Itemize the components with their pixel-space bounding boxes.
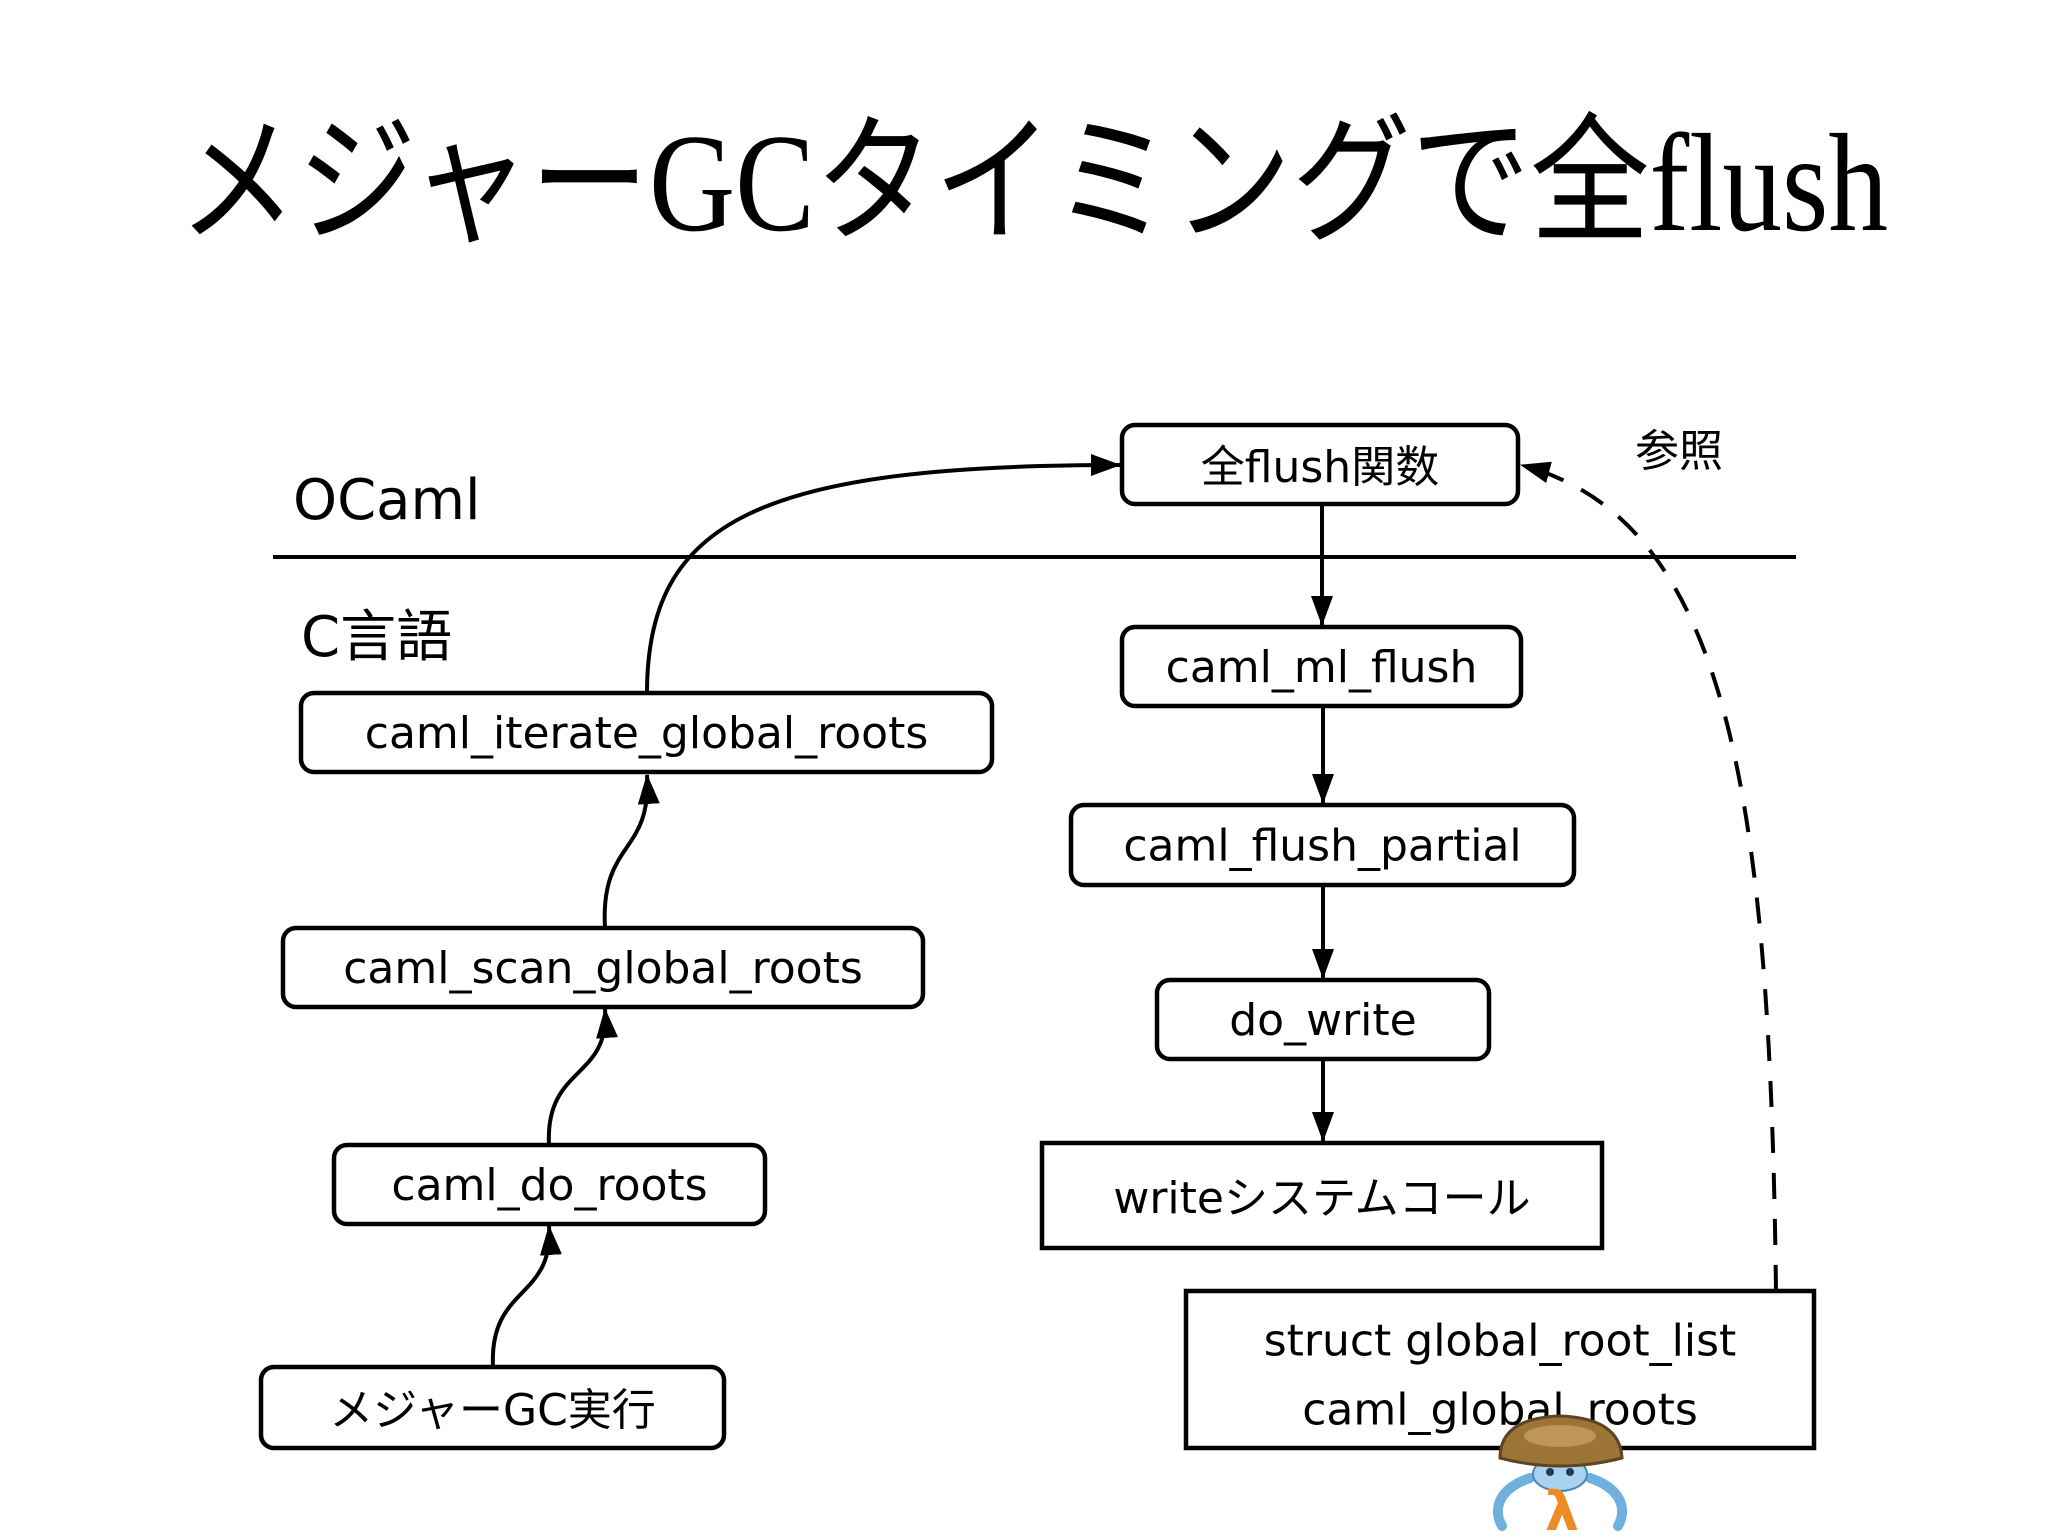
node-caml-flush-partial: caml_flush_partial: [1068, 802, 1577, 888]
arrow-iterate-to-flush-all: [645, 454, 1121, 694]
node-do-write: do_write: [1154, 977, 1492, 1062]
node-box: [280, 925, 926, 1010]
arrow-do-roots-to-scan: [546, 1008, 618, 1146]
node-major-gc: メジャーGC実行: [258, 1364, 727, 1451]
node-label: caml_iterate_global_roots: [365, 708, 929, 759]
node-label: 全flush関数: [1201, 442, 1439, 493]
node-box: [1068, 802, 1577, 888]
mascot-right-arm: [1585, 1473, 1627, 1531]
call-diagram: OCaml C言語 参照 全flush関数 caml_ml_flush caml…: [258, 422, 1817, 1451]
node-label: writeシステムコール: [1113, 1173, 1530, 1224]
node-write-syscall: writeシステムコール: [1039, 1140, 1605, 1251]
mascot-right-eye: [1566, 1468, 1574, 1476]
node-label-line-1: struct global_root_list: [1264, 1315, 1737, 1366]
node-box: [331, 1142, 768, 1227]
mascot-lambda: λ: [1545, 1480, 1579, 1536]
reference-label: 参照: [1635, 426, 1723, 477]
node-caml-ml-flush: caml_ml_flush: [1119, 624, 1524, 709]
node-box: [298, 690, 995, 775]
node-box: [258, 1364, 727, 1451]
layer-label-c: C言語: [301, 605, 452, 670]
node-caml-iterate-global-roots: caml_iterate_global_roots: [298, 690, 995, 775]
arrow-scan-to-iterate: [602, 774, 660, 929]
arrow-major-gc-to-do-roots: [490, 1225, 562, 1368]
node-global-roots: struct global_root_list caml_global_root…: [1183, 1288, 1817, 1451]
reference-arrow-global-roots-to-flush-all: [1520, 461, 1778, 1292]
mascot-left-eye: [1546, 1468, 1554, 1476]
node-label: caml_flush_partial: [1123, 820, 1521, 871]
mascot-left-arm: [1493, 1473, 1535, 1531]
mascot-shell-highlight: [1524, 1425, 1596, 1447]
node-caml-do-roots: caml_do_roots: [331, 1142, 768, 1227]
node-box: [1039, 1140, 1605, 1251]
node-box: [1119, 422, 1521, 507]
ocaml-mascot-icon: λ: [1493, 1414, 1627, 1536]
node-flush-all: 全flush関数: [1119, 422, 1521, 507]
layer-label-ocaml: OCaml: [293, 468, 481, 533]
node-box: [1183, 1288, 1817, 1451]
node-label-line-2: caml_global_roots: [1302, 1384, 1698, 1435]
node-label: caml_ml_flush: [1166, 642, 1478, 693]
node-caml-scan-global-roots: caml_scan_global_roots: [280, 925, 926, 1010]
node-label: caml_scan_global_roots: [343, 943, 863, 994]
slide-title: メジャーGCタイミングで全flush: [178, 106, 1888, 261]
node-label: メジャーGC実行: [329, 1385, 656, 1436]
node-label: caml_do_roots: [391, 1160, 707, 1211]
node-label: do_write: [1229, 995, 1416, 1046]
node-box: [1154, 977, 1492, 1062]
node-box: [1119, 624, 1524, 709]
